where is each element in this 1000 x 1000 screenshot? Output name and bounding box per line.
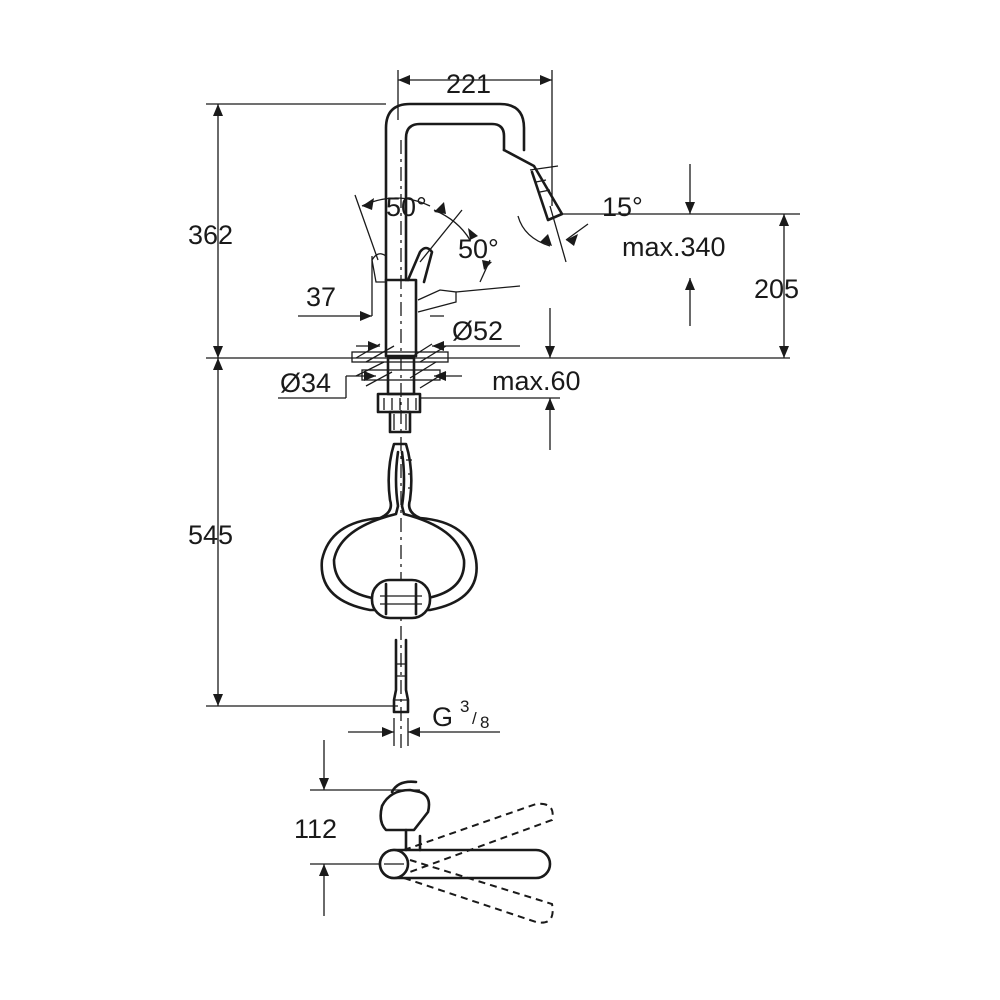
faucet-plan-view [378, 780, 554, 924]
spout-tube [384, 102, 526, 282]
label-connection-thread: G [432, 702, 453, 732]
dimension-lines [206, 70, 800, 916]
connection-hose [392, 638, 410, 714]
label-max-deck-thickness: max.60 [492, 366, 581, 396]
hose-loop [320, 442, 478, 612]
label-spray-angle: 15° [602, 192, 643, 222]
label-plan-depth: 112 [294, 814, 337, 844]
label-hole-diameter: Ø34 [280, 368, 331, 398]
label-lever-offset: 37 [306, 282, 336, 312]
label-thread-numerator: 3 [460, 697, 469, 716]
spray-head [502, 148, 564, 222]
label-thread-denominator: 8 [480, 713, 489, 732]
label-lever-angle: 50° [458, 234, 499, 264]
label-swivel-angle: 50° [386, 192, 427, 222]
label-outlet-height: 205 [754, 274, 799, 304]
label-total-height: 362 [188, 220, 233, 250]
label-hose-length: 545 [188, 520, 233, 550]
lever [406, 246, 434, 284]
label-thread-slash: / [472, 709, 477, 728]
faucet-elevation [320, 102, 589, 750]
hose-weight [370, 578, 432, 620]
label-base-diameter: Ø52 [452, 316, 503, 346]
faucet-body [384, 278, 418, 358]
label-spout-reach: 221 [446, 69, 491, 99]
label-max-outlet-height: max.340 [622, 232, 726, 262]
dimension-labels: 221 362 50° 50° 15° max.340 205 37 Ø52 Ø… [188, 69, 799, 844]
